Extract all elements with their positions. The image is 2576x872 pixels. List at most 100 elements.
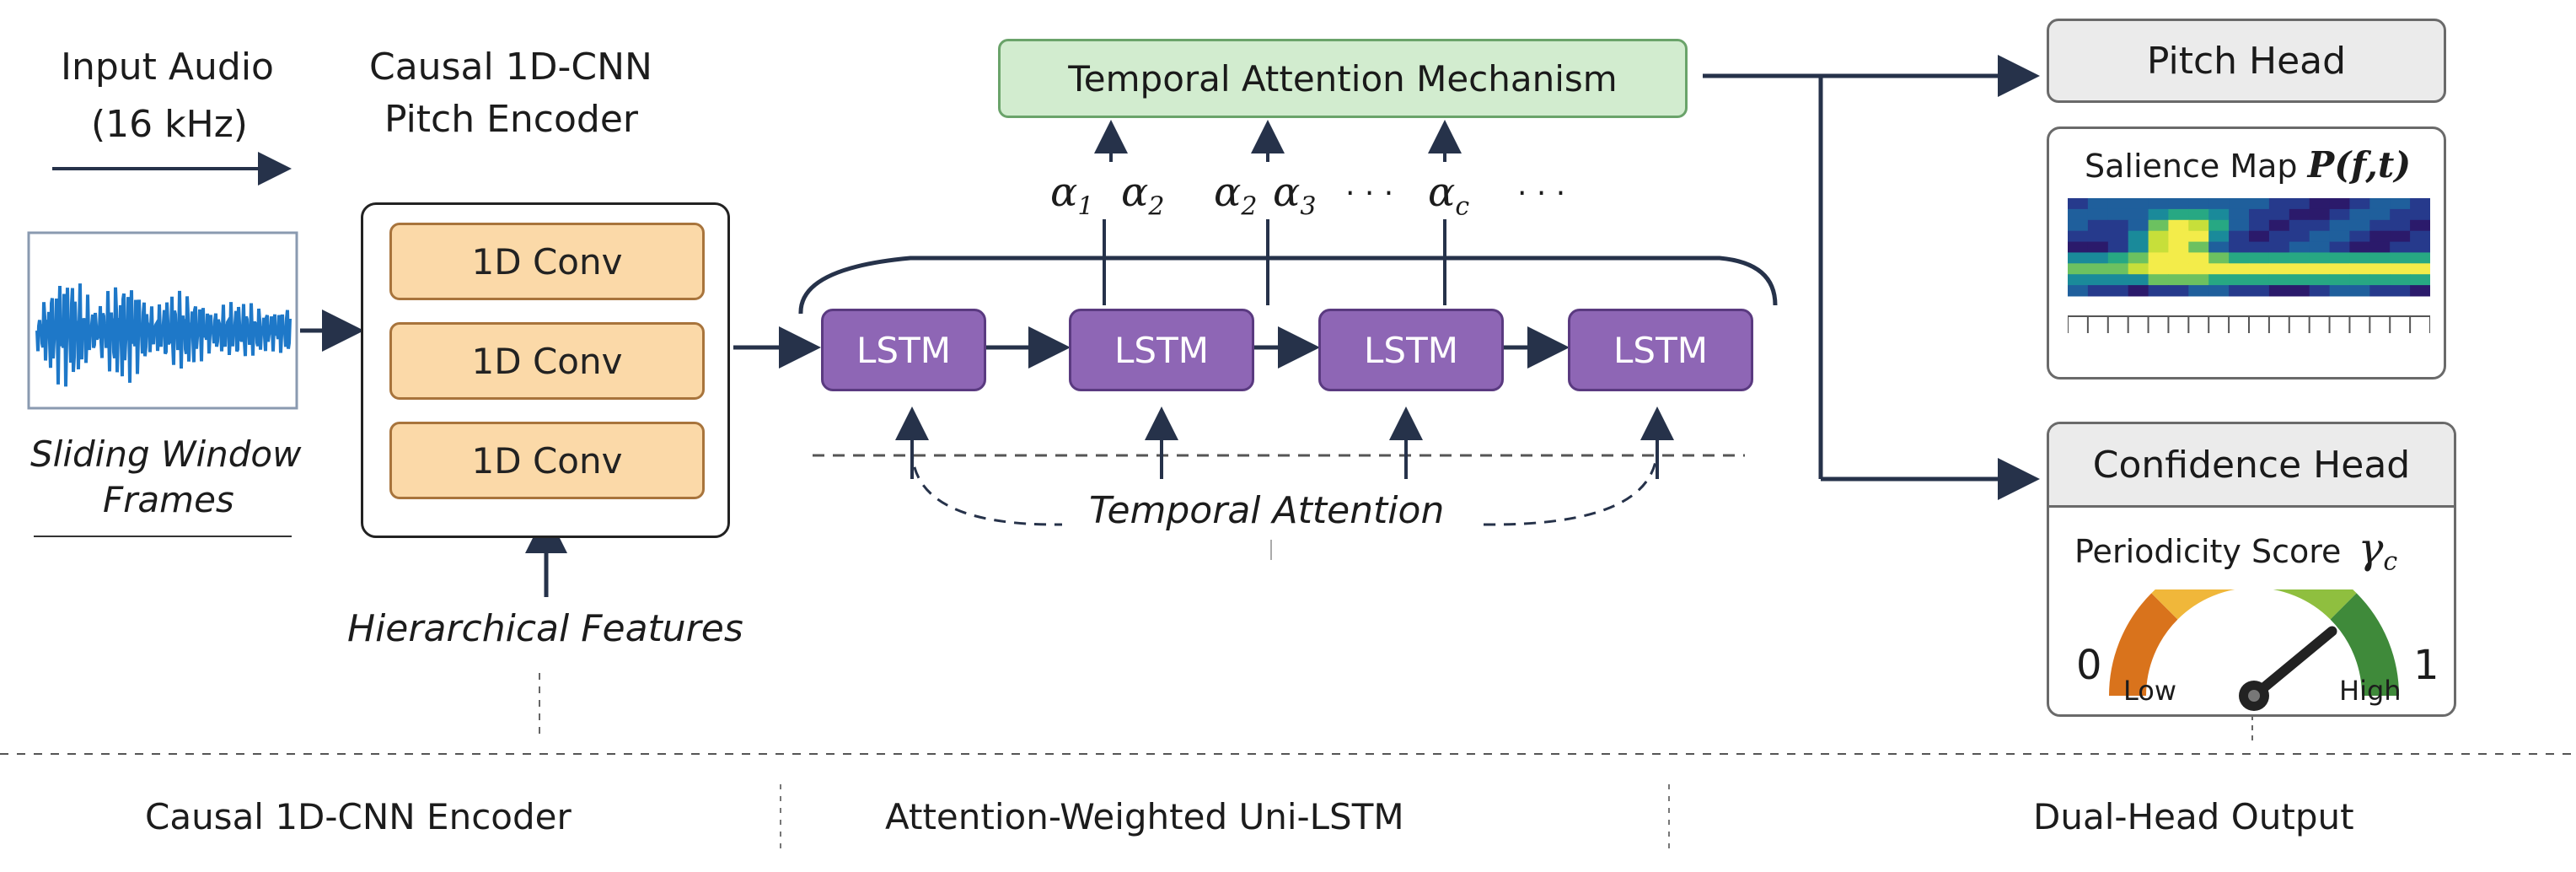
heatmap-cell: [2249, 252, 2270, 264]
heatmap-cell: [2329, 274, 2350, 286]
heatmap-cell: [2107, 198, 2129, 210]
input-title-line2: (16 kHz): [91, 103, 248, 146]
heatmap-cell: [2208, 263, 2230, 275]
lstm-cell-3: LSTM: [1318, 309, 1504, 391]
heatmap-cell: [2390, 230, 2411, 243]
heatmap-cell: [2309, 241, 2331, 253]
audio-waveform: [35, 283, 292, 387]
heatmap-cell: [2107, 230, 2129, 243]
heatmap-cell: [2168, 198, 2189, 210]
heatmap-cell: [2289, 219, 2310, 232]
heatmap-cell: [2168, 230, 2189, 243]
heatmap-cell: [2208, 198, 2230, 210]
heatmap-cell: [2369, 252, 2391, 264]
gauge-segment: [2273, 589, 2357, 620]
conv-layer-2: 1D Conv: [389, 322, 705, 400]
heatmap-cell: [2329, 208, 2350, 221]
heatmap-cell: [2390, 274, 2411, 286]
heatmap-cell: [2188, 285, 2209, 297]
heatmap-cell: [2128, 230, 2149, 243]
heatmap-cell: [2229, 230, 2250, 243]
heatmap-cell: [2268, 285, 2290, 297]
weight-alpha-c: αc: [1428, 169, 1470, 222]
gauge-max-label: 1: [2413, 642, 2439, 689]
heatmap-cell: [2369, 198, 2391, 210]
heatmap-cell: [2229, 219, 2250, 232]
heatmap-cell: [2087, 252, 2109, 264]
heatmap-cell: [2309, 285, 2331, 297]
heatmap-cell: [2208, 252, 2230, 264]
heatmap-cell: [2410, 274, 2430, 286]
heatmap-cell: [2268, 263, 2290, 275]
heatmap-cell: [2068, 285, 2089, 297]
input-caption-line2: Frames: [103, 479, 234, 520]
heatmap-cell: [2329, 198, 2350, 210]
heatmap-cell: [2289, 241, 2310, 253]
heatmap-cell: [2390, 208, 2411, 221]
heatmap-cell: [2087, 274, 2109, 286]
heatmap-cell: [2349, 230, 2370, 243]
heatmap-cell: [2289, 274, 2310, 286]
heatmap-cell: [2390, 263, 2411, 275]
heatmap-cell: [2249, 198, 2270, 210]
heatmap-cell: [2087, 263, 2109, 275]
heatmap-cell: [2410, 219, 2430, 232]
heatmap-cell: [2249, 230, 2270, 243]
heatmap-cell: [2369, 230, 2391, 243]
temporal-attention-label: Temporal Attention: [1082, 493, 1452, 530]
heatmap-cell: [2289, 285, 2310, 297]
heatmap-cell: [2349, 219, 2370, 232]
salience-heatmap: [2068, 198, 2430, 333]
heatmap-cell: [2369, 285, 2391, 297]
heatmap-cell: [2410, 230, 2430, 243]
heatmap-cell: [2128, 263, 2149, 275]
heatmap-cell: [2349, 263, 2370, 275]
heatmap-cell: [2390, 219, 2411, 232]
heatmap-cell: [2369, 274, 2391, 286]
heatmap-cell: [2249, 241, 2270, 253]
heatmap-cell: [2369, 208, 2391, 221]
heatmap-cell: [2229, 252, 2250, 264]
gauge-segment: [2108, 593, 2178, 697]
confidence-gauge: [2108, 589, 2400, 711]
heatmap-cell: [2268, 208, 2290, 221]
heatmap-cell: [2410, 241, 2430, 253]
heatmap-cell: [2329, 263, 2350, 275]
heatmap-cell: [2168, 208, 2189, 221]
heatmap-cell: [2107, 285, 2129, 297]
heatmap-cell: [2410, 263, 2430, 275]
heatmap-cell: [2410, 208, 2430, 221]
weight-alpha-3: α3: [1273, 169, 1317, 222]
heatmap-cell: [2390, 285, 2411, 297]
periodicity-score-label: Periodicity Score γc: [2074, 524, 2398, 577]
heatmap-cell: [2249, 274, 2270, 286]
conv-layer-1: 1D Conv: [389, 223, 705, 300]
heatmap-cell: [2107, 219, 2129, 232]
heatmap-cell: [2068, 230, 2089, 243]
heatmap-cell: [2188, 230, 2209, 243]
heatmap-cell: [2229, 285, 2250, 297]
heatmap-cell: [2410, 198, 2430, 210]
heatmap-cell: [2148, 241, 2169, 253]
encoder-title-line1: Causal 1D-CNN: [369, 46, 652, 89]
lstm-cell-2: LSTM: [1069, 309, 1254, 391]
heatmap-cell: [2148, 285, 2169, 297]
heatmap-cell: [2349, 274, 2370, 286]
heatmap-cell: [2229, 241, 2250, 253]
lstm-cell-4: LSTM: [1568, 309, 1753, 391]
gauge-needle: [2249, 626, 2337, 701]
heatmap-cell: [2208, 274, 2230, 286]
weights-ellipsis-2: · · ·: [1517, 176, 1566, 211]
section-label-lstm: Attention-Weighted Uni-LSTM: [885, 796, 1404, 837]
weight-alpha-2b: α2: [1214, 169, 1258, 222]
heatmap-cell: [2268, 241, 2290, 253]
heatmap-cell: [2369, 241, 2391, 253]
heatmap-cell: [2229, 198, 2250, 210]
heatmap-cell: [2249, 219, 2270, 232]
gauge-low-label: Low: [2123, 675, 2177, 707]
heatmap-cell: [2349, 252, 2370, 264]
gauge-segment: [2330, 593, 2400, 697]
confidence-head-box: Confidence Head: [2049, 424, 2454, 508]
heatmap-cell: [2188, 274, 2209, 286]
